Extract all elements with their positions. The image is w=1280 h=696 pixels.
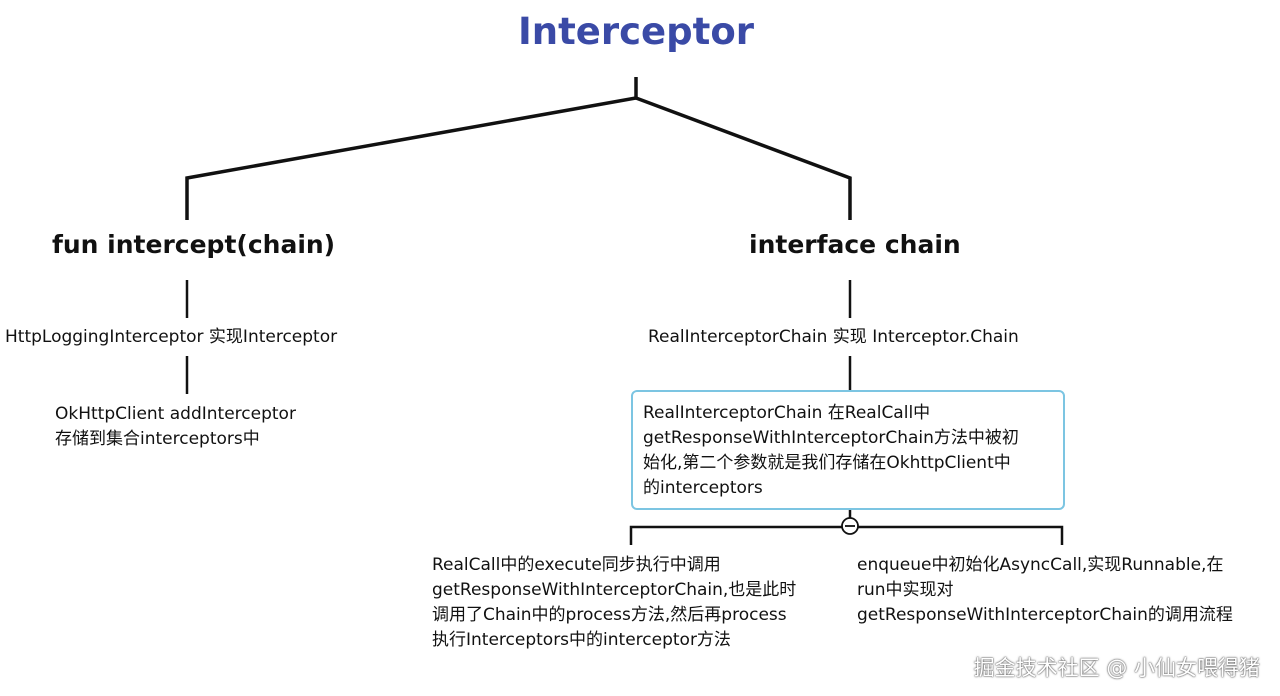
child-right-line-2: run中实现对 [857, 580, 954, 600]
highlighted-node-text: RealInterceptorChain 在RealCall中 getRespo… [643, 401, 1019, 501]
collapse-toggle-icon[interactable] [841, 517, 859, 535]
highlighted-node-box[interactable] [631, 390, 1065, 510]
left-node-http-logging: HttpLoggingInterceptor 实现Interceptor [5, 327, 338, 347]
watermark-text: 掘金技术社区 @ 小仙女喂得猪 [973, 656, 1260, 680]
child-node-enqueue: enqueue中初始化AsyncCall,实现Runnable,在 run中实现… [857, 553, 1233, 628]
child-left-line-3: 调用了Chain中的process方法,然后再process [432, 605, 787, 625]
right-node-real-interceptor-chain: RealInterceptorChain 实现 Interceptor.Chai… [648, 327, 1019, 347]
child-left-line-4: 执行Interceptors中的interceptor方法 [432, 630, 731, 650]
root-title: Interceptor [517, 10, 754, 53]
child-node-execute: RealCall中的execute同步执行中调用 getResponseWith… [432, 553, 796, 653]
highlighted-line-4: 的interceptors [643, 478, 763, 498]
child-left-line-1: RealCall中的execute同步执行中调用 [432, 555, 721, 575]
left-branch-title: fun intercept(chain) [52, 230, 336, 259]
child-left-line-2: getResponseWithInterceptorChain,也是此时 [432, 580, 797, 600]
root-to-right-line [635, 96, 852, 220]
highlighted-line-1: RealInterceptorChain 在RealCall中 [643, 403, 931, 423]
left-node2-line-2: 存储到集合interceptors中 [55, 429, 260, 449]
left-node-add-interceptor: OkHttpClient addInterceptor 存储到集合interce… [55, 402, 296, 452]
highlighted-line-3: 始化,第二个参数就是我们存储在OkhttpClient中 [643, 453, 1011, 473]
left-node2-line-1: OkHttpClient addInterceptor [55, 404, 296, 424]
child-right-line-3: getResponseWithInterceptorChain的调用流程 [857, 605, 1233, 625]
child-right-line-1: enqueue中初始化AsyncCall,实现Runnable,在 [857, 555, 1224, 575]
root-to-left-line [185, 96, 637, 220]
right-branch-title: interface chain [749, 230, 961, 259]
highlighted-line-2: getResponseWithInterceptorChain方法中被初 [643, 428, 1019, 448]
